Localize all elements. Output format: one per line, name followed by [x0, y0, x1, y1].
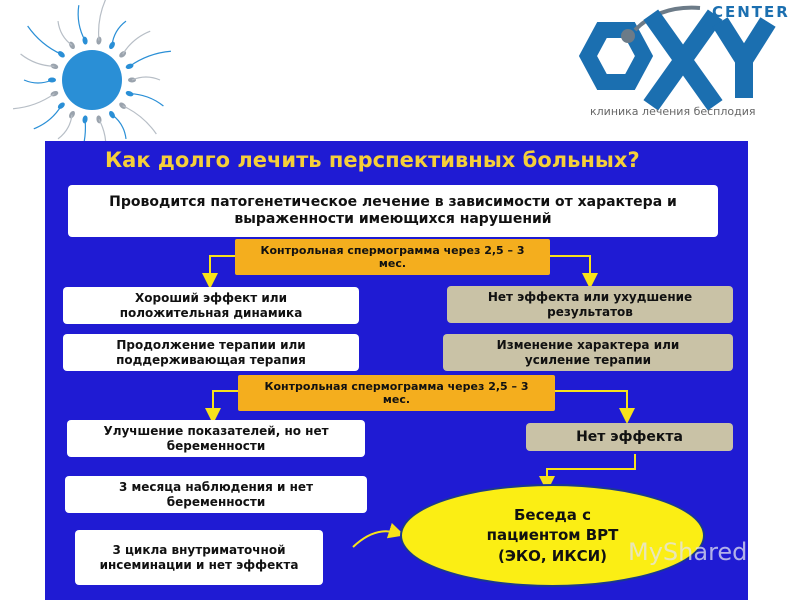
brand-subtitle: клиника лечения бесплодия: [590, 105, 756, 118]
no-effect-worse-box: Нет эффекта или ухудшение результатов: [447, 286, 733, 323]
oxy-logo-icon: [578, 5, 776, 111]
arrow-icon: [539, 454, 636, 492]
sperm-tail-icon: [129, 50, 171, 67]
sperm-tail-icon: [111, 114, 127, 139]
good-effect-box: Хороший эффект или положительная динамик…: [63, 287, 359, 324]
sperm-tail-icon: [57, 114, 73, 140]
intro-box: Проводится патогенетическое лечение в за…: [68, 185, 718, 237]
control-spermogram-1: Контрольная спермограмма через 2,5 – 3 м…: [235, 239, 550, 275]
brand-center-text: CENTER: [712, 3, 790, 21]
flowchart-slide: Как долго лечить перспективных больных? …: [45, 141, 748, 600]
conversation-oval: Беседа с пациентом ВРТ (ЭКО, ИКСИ): [400, 484, 705, 587]
control-spermogram-2: Контрольная спермограмма через 2,5 – 3 м…: [238, 375, 555, 411]
sperm-tail-icon: [27, 25, 62, 55]
sperm-tail-icon: [98, 0, 107, 41]
arrow-icon: [352, 522, 405, 548]
improvement-box: Улучшение показателей, но нет беременнос…: [67, 420, 365, 457]
sperm-tail-icon: [129, 93, 164, 107]
arrow-icon: [205, 390, 238, 424]
sperm-tail-icon: [122, 105, 157, 135]
arrow-icon: [555, 390, 635, 424]
change-therapy-box: Изменение характера или усиление терапии: [443, 334, 733, 371]
watermark-text: MyShared: [628, 538, 748, 566]
arrow-icon: [202, 255, 235, 289]
sperm-tail-icon: [20, 53, 55, 67]
sperm-tail-icon: [131, 76, 161, 81]
sperm-tail-icon: [23, 79, 53, 84]
three-cycles-box: 3 цикла внутриматочной инсеминации и нет…: [75, 530, 323, 585]
sperm-tail-icon: [33, 105, 62, 130]
sperm-tail-icon: [122, 30, 151, 55]
sun-logo-icon: [13, 0, 171, 163]
sperm-tail-icon: [77, 5, 86, 41]
continue-therapy-box: Продолжение терапии или поддерживающая т…: [63, 334, 359, 371]
sperm-tail-icon: [111, 20, 127, 46]
three-months-box: 3 месяца наблюдения и нет беременности: [65, 476, 367, 513]
sperm-tail-icon: [57, 21, 73, 46]
arrows-layer: [202, 255, 636, 548]
sperm-tail-icon: [13, 93, 55, 110]
slide-title: Как долго лечить перспективных больных?: [105, 148, 640, 172]
no-effect-box: Нет эффекта: [526, 423, 733, 451]
arrow-icon: [550, 255, 598, 289]
